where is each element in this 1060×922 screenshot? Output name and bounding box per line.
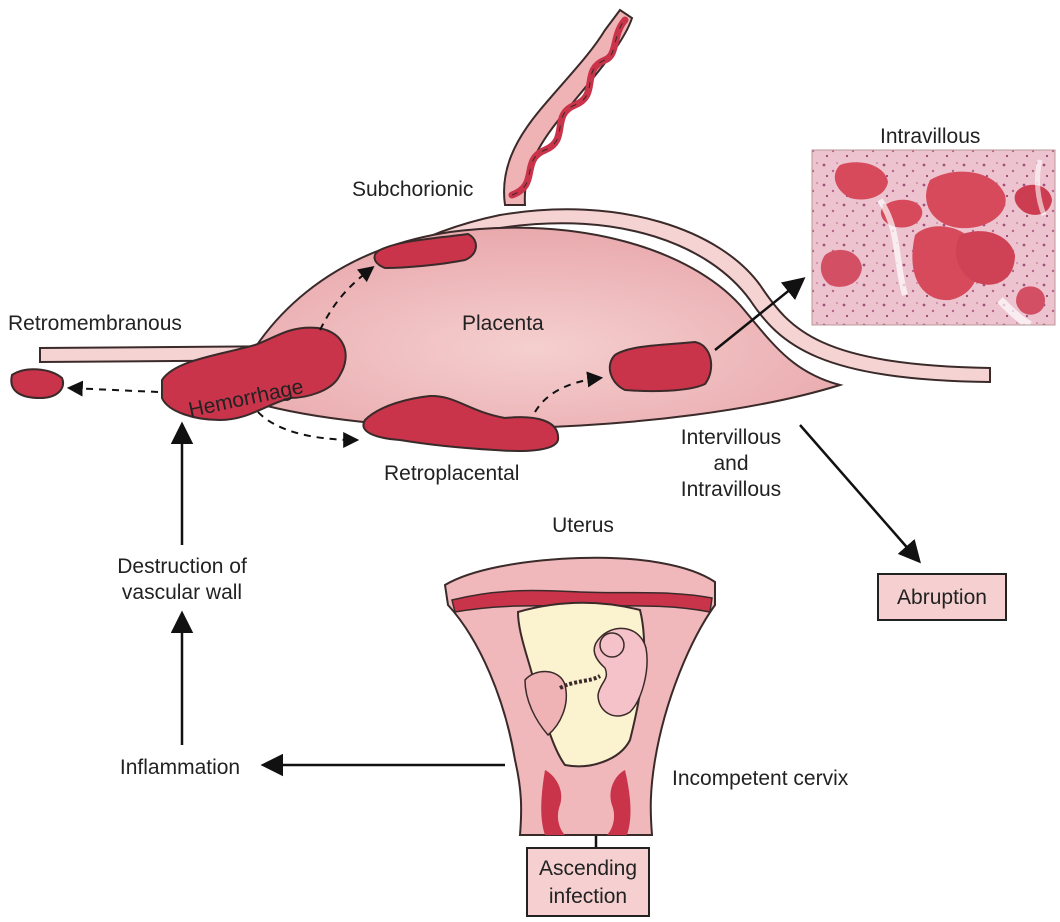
umbilical-cord	[504, 10, 632, 205]
label-intravillous-top: Intravillous	[880, 125, 980, 148]
label-destruction-line1: Destruction of	[117, 555, 247, 578]
label-uterus: Uterus	[552, 514, 614, 537]
label-intervillous-line2: and	[713, 452, 748, 475]
label-retroplacental: Retroplacental	[384, 462, 519, 485]
label-placenta: Placenta	[462, 312, 544, 335]
label-abruption: Abruption	[897, 586, 987, 609]
label-intervillous-line1: Intervillous	[681, 426, 781, 449]
label-inflammation: Inflammation	[120, 756, 240, 779]
uterus-illustration	[445, 558, 715, 835]
label-ascending-line2: infection	[549, 885, 627, 908]
intravillous-histology-image	[812, 150, 1055, 325]
label-subchorionic: Subchorionic	[352, 178, 473, 201]
label-ascending-line1: Ascending	[539, 857, 637, 880]
label-destruction-line2: vascular wall	[122, 581, 242, 604]
arrow-to-abruption	[800, 425, 918, 560]
label-intervillous-line3: Intravillous	[681, 478, 781, 501]
retromembranous-clot	[11, 369, 63, 398]
label-retromembranous: Retromembranous	[8, 312, 182, 335]
label-incompetent-cervix: Incompetent cervix	[672, 767, 849, 790]
arrow-to-retromembranous	[70, 388, 158, 392]
